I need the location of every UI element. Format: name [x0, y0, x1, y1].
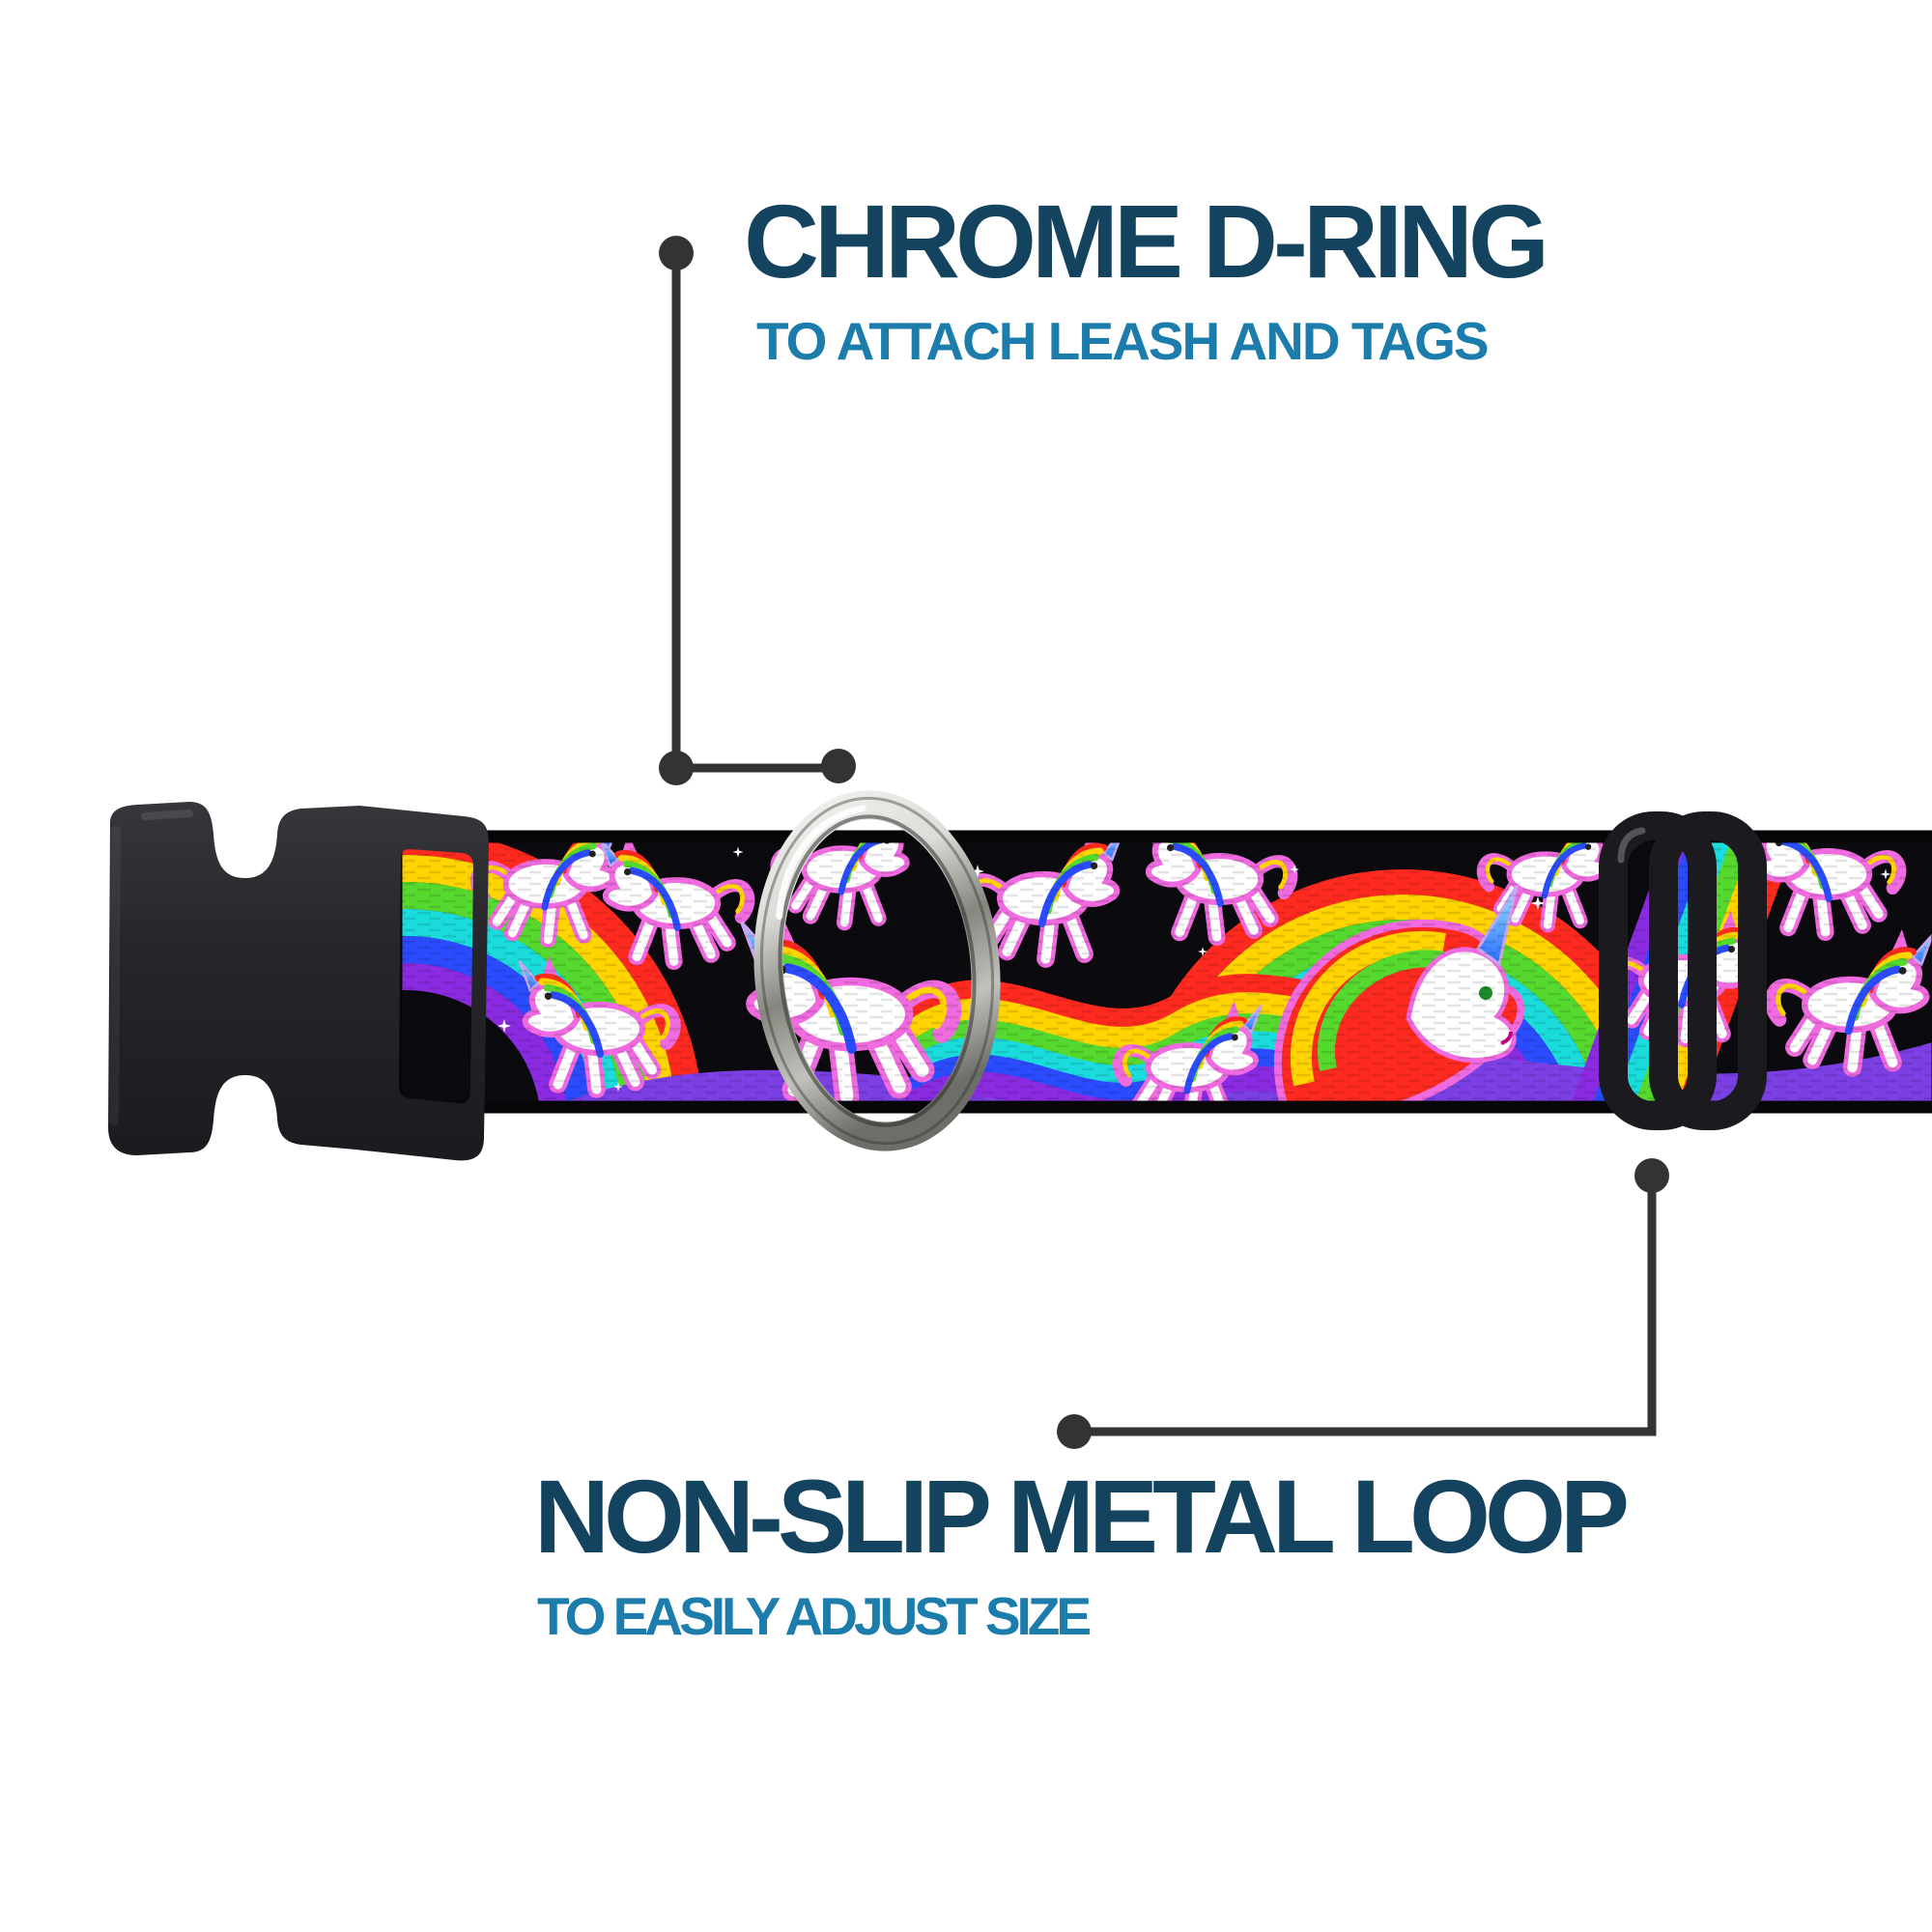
- callout-dot: [659, 751, 694, 785]
- callout-dot: [821, 749, 856, 783]
- d-ring-subtitle: TO ATTACH LEASH AND TAGS: [756, 311, 1490, 371]
- plastic-buckle: [108, 802, 489, 1161]
- metal-slider-loop: [1599, 811, 1767, 1130]
- metal-loop-title: NON-SLIP METAL LOOP: [534, 1458, 1630, 1575]
- metal-loop-callout-connector: [1057, 1158, 1669, 1449]
- callout-dot: [1057, 1414, 1092, 1449]
- d-ring-callout-connector: [659, 236, 856, 785]
- chrome-d-ring: [753, 790, 1001, 1151]
- d-ring-title: CHROME D-RING: [744, 183, 1549, 299]
- metal-loop-subtitle: TO EASILY ADJUST SIZE: [537, 1586, 1092, 1646]
